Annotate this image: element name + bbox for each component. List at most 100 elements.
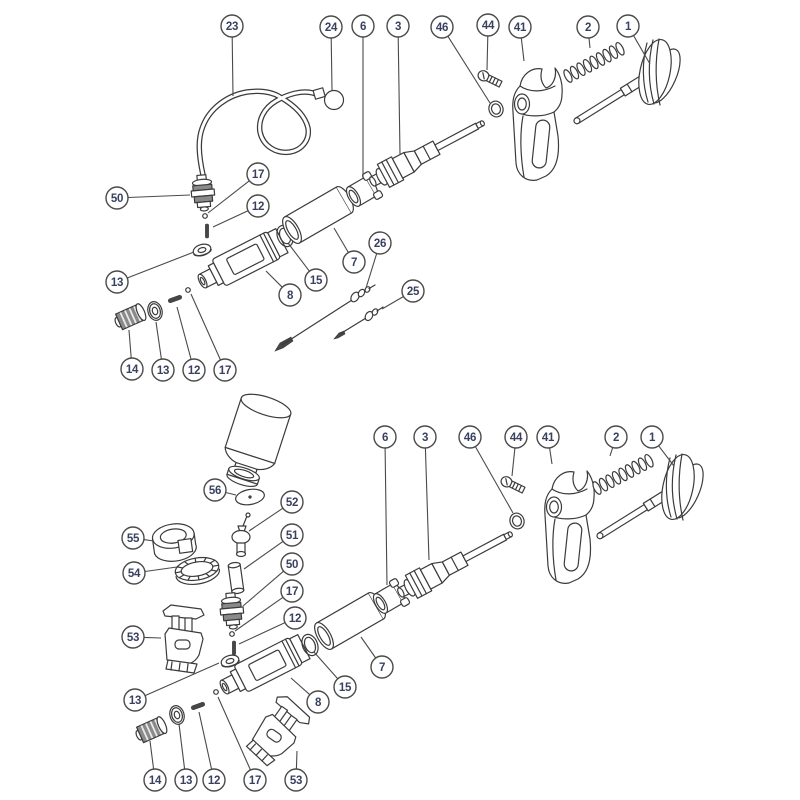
part-13-nut [191,241,213,259]
balloon-number-15: 15 [339,682,352,694]
part-12-pin-small [190,701,206,711]
balloon-number-25: 25 [407,286,420,298]
balloon-circle-23 [220,14,244,38]
balloon-number-17: 17 [249,775,261,787]
balloon-circle-56 [203,478,227,502]
balloon-number-54: 54 [128,568,141,580]
leader-line-13 [127,251,195,279]
leader-line-12 [176,306,192,360]
part-53-bracket-right [241,691,315,772]
balloon-number-8: 8 [315,697,322,709]
balloon-55: 55 [121,526,155,550]
leader-line-23 [231,36,234,97]
leader-line-8 [290,677,311,696]
leader-line-12 [238,622,286,645]
leader-line-26 [365,253,378,289]
balloon-46: 46 [430,15,491,104]
balloon-number-2: 2 [585,22,591,34]
part-17-ball [213,689,219,695]
balloon-circle-24 [319,15,343,39]
balloon-14: 14 [120,329,144,381]
leader-line-44 [486,35,489,71]
leader-line-7 [333,227,349,253]
part-14-fitting [132,714,170,746]
balloon-number-1: 1 [625,21,632,33]
balloon-circle-17 [213,358,237,382]
balloon-2: 2 [604,425,628,457]
leader-line-17 [207,180,250,214]
balloon-number-7: 7 [379,662,385,674]
balloon-51: 51 [243,523,304,570]
balloon-41: 41 [536,425,560,465]
part-52-valve [231,512,251,558]
part-1-handle [571,36,688,127]
balloon-17: 17 [234,579,304,632]
balloon-number-44: 44 [510,432,523,444]
balloon-26: 26 [365,231,392,289]
leader-line-17 [190,293,222,361]
part-12-pin-small [167,294,183,304]
part-53-bracket-left [162,604,205,674]
balloon-number-12: 12 [252,201,264,213]
balloon-number-51: 51 [286,530,299,542]
leader-line-15 [287,242,310,272]
balloon-12: 12 [212,194,270,228]
part-3-plunger [364,110,491,195]
part-17-ball [185,287,191,293]
leader-line-2 [609,447,614,457]
leader-line-50 [242,570,284,607]
balloon-56: 56 [203,478,237,502]
balloon-circle-1 [616,14,640,38]
balloon-1: 1 [640,425,675,467]
balloon-circle-13 [151,358,175,382]
leader-line-24 [330,37,333,91]
balloon-number-17: 17 [252,169,264,181]
leader-line-1 [633,35,651,65]
balloon-41: 41 [508,15,532,62]
leader-line-53 [295,750,298,770]
balloon-13: 13 [174,723,198,792]
balloon-circle-12 [202,768,226,792]
balloon-13: 13 [123,662,220,712]
part-41-bracket [544,470,595,584]
balloon-circle-2 [604,425,628,449]
leader-line-54 [144,566,178,573]
leader-line-12 [212,210,249,228]
part-50-fitting [218,591,246,631]
balloon-13: 13 [151,321,175,382]
balloon-circle-3 [413,425,437,449]
part-3-plunger [392,521,519,606]
balloon-25: 25 [381,279,425,310]
balloon-number-13: 13 [157,365,169,377]
balloon-3: 3 [413,425,437,561]
balloon-circle-41 [508,15,532,39]
balloon-number-13: 13 [129,695,141,707]
balloon-52: 52 [248,490,304,532]
balloon-circle-6 [351,14,375,38]
part-46-ring [507,510,527,532]
balloon-number-46: 46 [436,22,448,34]
leader-line-13 [144,662,220,697]
balloon-44: 44 [476,13,500,71]
leader-line-6 [384,447,388,586]
balloon-circle-13 [174,768,198,792]
balloon-number-52: 52 [286,497,298,509]
balloon-circle-52 [280,490,304,514]
part-50-fitting [189,173,217,213]
balloon-number-12: 12 [208,775,220,787]
balloon-number-53: 53 [127,632,139,644]
balloon-number-46: 46 [464,432,476,444]
balloon-number-3: 3 [422,432,428,444]
balloon-circle-53 [121,625,145,649]
balloon-number-50: 50 [111,193,123,205]
balloon-circle-44 [504,425,528,449]
leader-line-13 [155,321,162,360]
balloon-23: 23 [220,14,244,97]
balloon-50: 50 [242,552,304,607]
balloon-12: 12 [238,606,307,645]
balloon-circle-55 [121,526,145,550]
part-17-ball-seat [202,213,208,219]
